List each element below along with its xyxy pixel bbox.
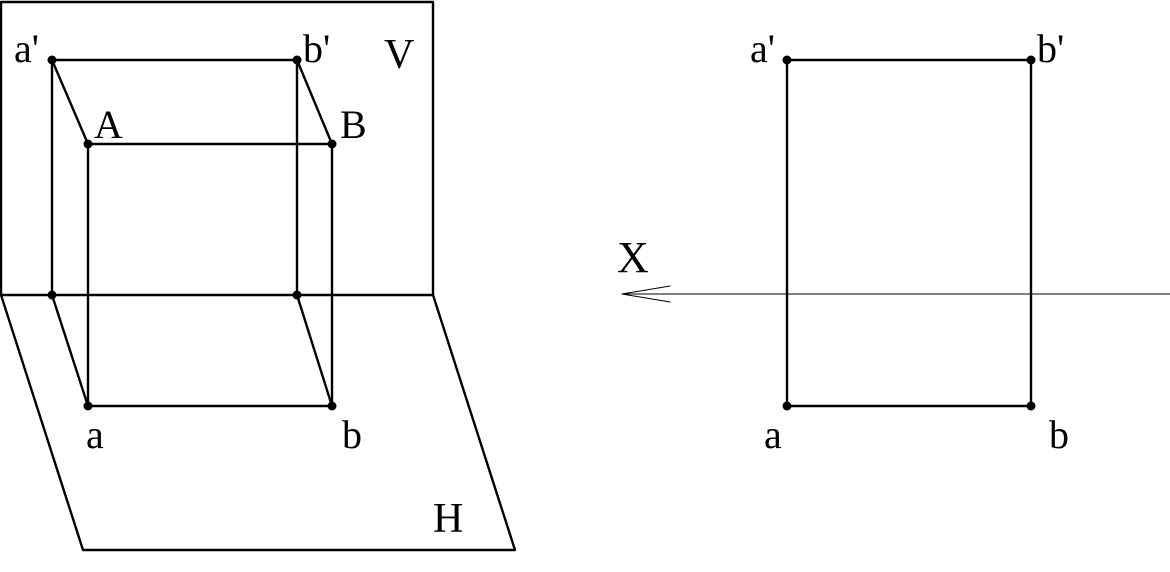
label-B: B bbox=[340, 102, 367, 147]
point-a-ortho bbox=[782, 401, 792, 411]
label-H: H bbox=[433, 496, 463, 542]
point-bx bbox=[292, 290, 302, 300]
point-ax bbox=[47, 290, 57, 300]
label-V: V bbox=[384, 32, 414, 78]
point-a-prime bbox=[47, 55, 57, 65]
label-b-prime: b' bbox=[303, 26, 330, 71]
x-axis-arrowhead bbox=[621, 285, 671, 303]
point-b bbox=[327, 401, 337, 411]
h-plane-outline bbox=[0, 293, 517, 552]
label-b-ortho: b bbox=[1049, 412, 1069, 457]
label-A: A bbox=[94, 102, 123, 147]
projector-A-a-prime bbox=[50, 58, 90, 146]
point-B bbox=[327, 139, 337, 149]
point-b-prime bbox=[292, 55, 302, 65]
projector-B-b-prime bbox=[295, 58, 334, 146]
point-a bbox=[83, 401, 93, 411]
label-b-prime-ortho: b' bbox=[1037, 26, 1064, 71]
projector-ox-b bbox=[295, 293, 334, 408]
label-a-ortho: a bbox=[764, 412, 782, 457]
label-a-prime: a' bbox=[14, 26, 39, 71]
projector-ox-a bbox=[50, 293, 90, 408]
v-plane-outline bbox=[0, 0, 435, 297]
left-pictorial-view: a' b' V A B a b H bbox=[0, 0, 517, 552]
right-orthographic-view: X a' b' a b bbox=[617, 26, 1170, 457]
label-X: X bbox=[617, 233, 649, 282]
label-a-prime-ortho: a' bbox=[750, 26, 775, 71]
label-a: a bbox=[86, 412, 104, 457]
label-b: b bbox=[342, 412, 362, 457]
point-a-prime-ortho bbox=[782, 55, 792, 65]
point-A bbox=[83, 139, 93, 149]
point-b-prime-ortho bbox=[1026, 55, 1036, 65]
point-b-ortho bbox=[1026, 401, 1036, 411]
